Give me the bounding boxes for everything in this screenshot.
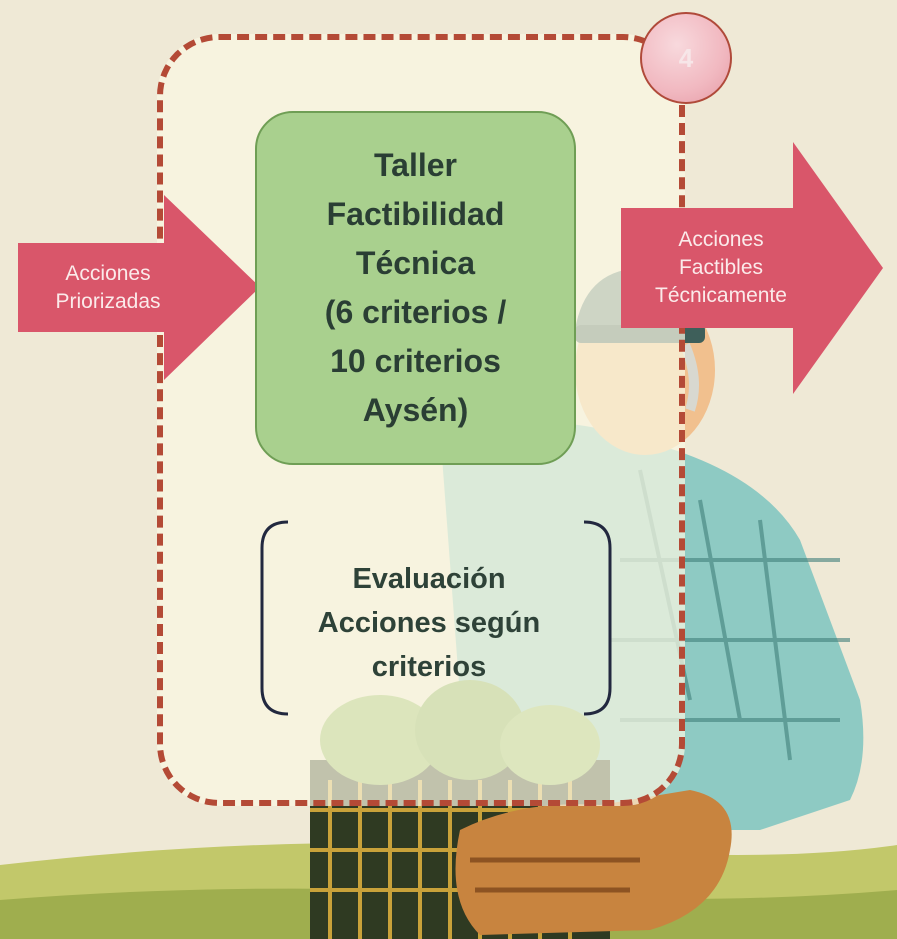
output-arrow-line: Técnicamente [655,284,787,307]
step-number-badge: 4 [640,12,732,104]
workshop-line: Técnica [355,245,476,281]
output-arrow: Acciones Factibles Técnicamente [621,142,883,394]
right-arrow-icon [18,195,260,380]
output-arrow-line: Acciones [678,228,764,251]
input-arrow-line: Priorizadas [55,289,161,313]
workshop-box: Taller Factibilidad Técnica (6 criterios… [255,111,576,465]
left-bracket-icon [260,520,289,716]
input-arrow-line: Acciones [65,261,151,285]
workshop-line: Aysén) [362,392,469,428]
evaluation-line: criterios [371,651,487,683]
workshop-line: Taller [374,147,457,183]
workshop-line: Factibilidad [326,196,505,232]
input-arrow: Acciones Priorizadas [18,195,260,380]
right-bracket-icon [583,520,612,716]
right-arrow-icon [621,142,883,394]
evaluation-line: Acciones según [317,607,541,639]
output-arrow-line: Factibles [678,256,764,279]
workshop-line: (6 criterios / [324,294,507,330]
evaluation-brackets [260,520,612,716]
input-arrow-label: Acciones Priorizadas [18,243,198,332]
evaluation-line: Evaluación [352,563,506,595]
output-arrow-label: Acciones Factibles Técnicamente [621,208,821,328]
step-number-label: 4 [678,42,694,73]
evaluation-text: Evaluación Acciones según criterios [280,548,578,698]
workshop-line: 10 criterios [330,343,501,379]
